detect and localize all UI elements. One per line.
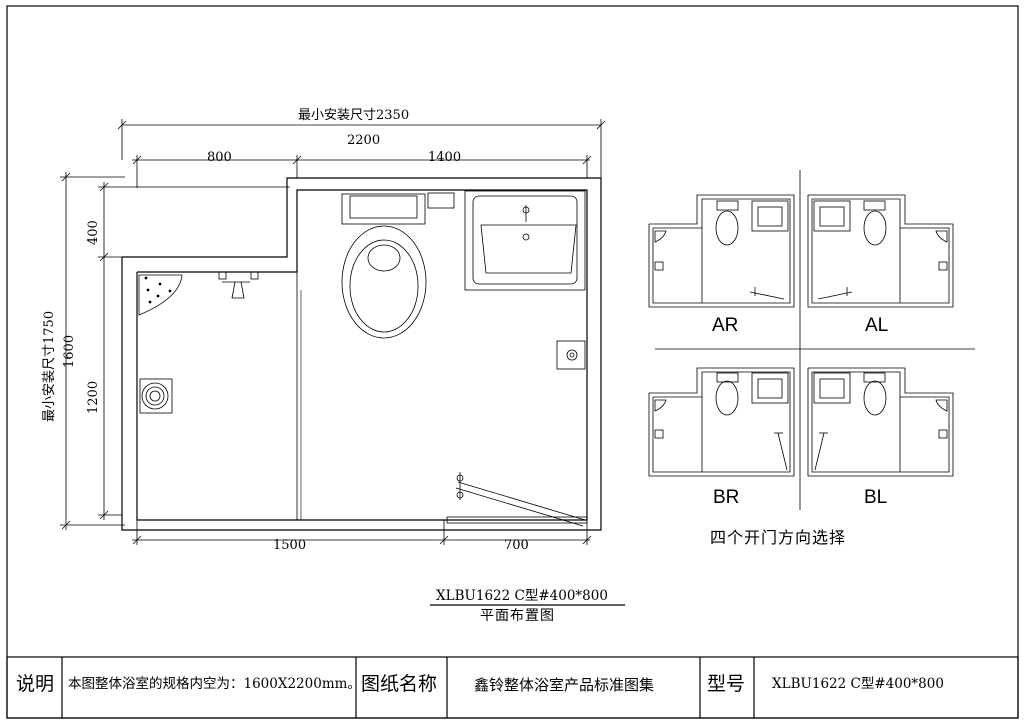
dim-overall-height: 1600 <box>62 334 77 368</box>
dim-left-height: 1200 <box>86 380 101 414</box>
variant-label-ar: AR <box>712 315 739 336</box>
title-block <box>6 656 1019 719</box>
drawing-caption: 平面布置图 <box>480 608 555 624</box>
floor-drain <box>139 378 173 414</box>
dim-left-width: 800 <box>207 150 232 165</box>
dim-overall-width: 2200 <box>347 133 381 148</box>
wall-fixture <box>556 340 586 370</box>
variant-label-al: AL <box>865 315 889 336</box>
variant-thumbnails <box>648 170 975 510</box>
model-value: XLBU1622 C型#400*800 <box>772 676 944 692</box>
bathroom-outline <box>121 177 602 531</box>
dim-min-install-height: 最小安装尺寸1750 <box>42 310 57 422</box>
variant-label-bl: BL <box>864 487 888 508</box>
washbasin <box>464 190 586 291</box>
variant-plan-bl <box>807 367 954 477</box>
swing-door <box>455 472 586 527</box>
dim-bottom-left: 1500 <box>273 538 307 553</box>
drawing-model: XLBU1622 C型#400*800 <box>436 588 608 604</box>
dim-bottom-right: 700 <box>504 538 529 553</box>
notes-text: 本图整体浴室的规格内空为：1600X2200mm。 <box>68 676 361 692</box>
corner-shelf <box>138 274 183 316</box>
dim-min-install-width: 最小安装尺寸2350 <box>298 108 410 123</box>
notes-label: 说明 <box>16 673 55 695</box>
variant-plan-al <box>807 194 954 308</box>
variant-label-br: BR <box>713 487 740 508</box>
variants-caption: 四个开门方向选择 <box>710 528 847 547</box>
variant-plan-ar <box>648 194 795 308</box>
model-label: 型号 <box>707 673 746 695</box>
dim-top-offset: 400 <box>86 220 101 245</box>
dim-right-width: 1400 <box>428 150 462 165</box>
drawing-name-label: 图纸名称 <box>361 673 438 695</box>
drawing-name: 鑫铃整体浴室产品标准图集 <box>474 676 655 694</box>
variant-plan-br <box>648 367 795 477</box>
dimension-lines <box>60 119 606 545</box>
toilet <box>341 192 455 339</box>
shower-faucet <box>218 271 262 299</box>
